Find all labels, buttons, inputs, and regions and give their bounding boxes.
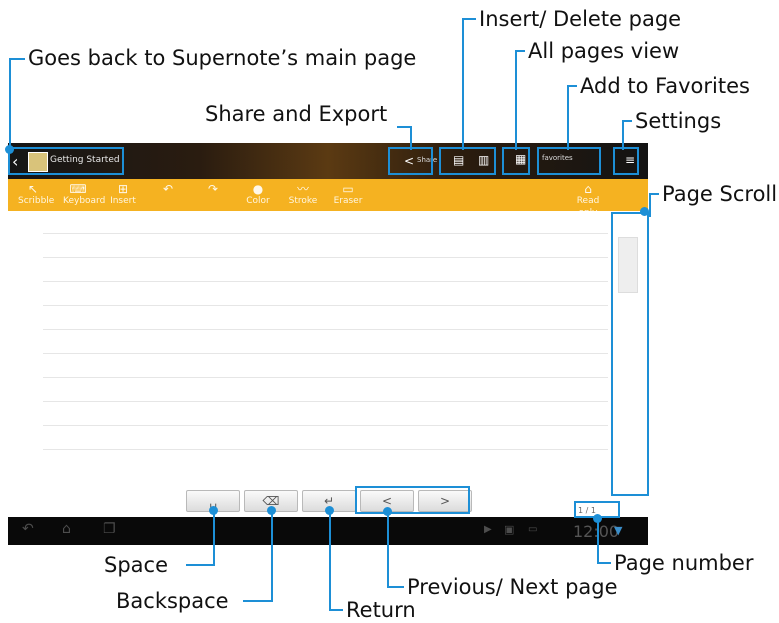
all-pages-highlight <box>502 147 530 175</box>
play-icon: ▶ <box>484 524 492 535</box>
callout-prev-next: Previous/ Next page <box>407 575 618 599</box>
wifi-icon: ▼ <box>614 524 623 537</box>
delete-page-icon[interactable]: ▥ <box>478 153 490 167</box>
page-scroll-highlight <box>611 212 649 496</box>
toolbar-button-6[interactable]: 〰Stroke <box>288 183 318 207</box>
note-page[interactable] <box>8 211 648 517</box>
toolbar-button-label: Eraser <box>333 196 363 206</box>
back-highlight <box>8 147 124 175</box>
toolbar-button-4[interactable]: ↷ <box>198 183 228 207</box>
home-icon[interactable]: ⌂ <box>62 521 71 537</box>
keyboard-icon: ⌨ <box>69 182 87 196</box>
toolbar-button-1[interactable]: ⌨Keyboard <box>63 182 105 207</box>
callout-back: Goes back to Supernote’s main page <box>28 46 417 70</box>
undo-icon: ↶ <box>162 182 174 196</box>
scroll-thumb[interactable] <box>618 237 638 293</box>
lock-icon: ▣ <box>504 523 515 536</box>
next-page-button[interactable]: > <box>418 490 472 512</box>
toolbar-button-3[interactable]: ↶ <box>153 183 183 207</box>
share-icon[interactable]: < <box>404 154 415 168</box>
toolbar-button-label: Insert <box>110 196 136 206</box>
toolbar-button-label: Keyboard <box>63 196 106 206</box>
settings-icon[interactable]: ≡ <box>625 153 636 167</box>
callout-space: Space <box>104 553 168 577</box>
page-indicator: 1 / 1 <box>578 506 596 515</box>
recent-apps-icon[interactable]: ❐ <box>103 521 116 537</box>
toolbar-button-7[interactable]: ▭Eraser <box>333 183 363 207</box>
color-icon: ● <box>252 182 264 196</box>
grid-view-icon[interactable]: ▦ <box>515 152 527 166</box>
tool-bar: ↖Scribble⌨Keyboard⊞Insert↶↷●Color〰Stroke… <box>8 179 648 218</box>
pointer-icon: ↖ <box>27 182 39 196</box>
redo-icon: ↷ <box>207 182 219 196</box>
callout-page-scroll: Page Scroll <box>662 182 778 206</box>
toolbar-button-0[interactable]: ↖Scribble <box>18 182 54 207</box>
back-arrow-icon[interactable]: ‹ <box>12 152 19 171</box>
read-only-icon: ⌂ <box>584 182 592 196</box>
favorites-select[interactable]: favorites <box>542 154 573 162</box>
toolbar-button-label: Color <box>246 196 270 206</box>
favorites-highlight <box>537 147 601 175</box>
eraser-icon: ▭ <box>342 182 354 196</box>
callout-return: Return <box>346 598 416 622</box>
insert-delete-highlight <box>439 147 496 175</box>
settings-highlight <box>613 147 639 175</box>
notebook-thumbnail <box>28 152 48 172</box>
clock: 12:00 <box>573 522 619 541</box>
stroke-icon: 〰 <box>296 182 309 196</box>
toolbar-button-5[interactable]: ●Color <box>243 183 273 207</box>
callout-backspace: Backspace <box>116 589 229 613</box>
insert-icon: ⊞ <box>117 182 129 196</box>
back-nav-icon[interactable]: ↶ <box>22 521 34 537</box>
share-highlight <box>388 147 433 175</box>
read-only-button[interactable]: ⌂Read only <box>568 182 608 218</box>
prev-next-highlight <box>355 486 470 514</box>
callout-share-export: Share and Export <box>205 102 388 126</box>
toolbar-button-label: Stroke <box>288 196 318 206</box>
notebook-title: Getting Started <box>50 155 120 165</box>
insert-page-icon[interactable]: ▤ <box>453 153 465 167</box>
callout-page-number: Page number <box>614 551 754 575</box>
usb-icon: ▭ <box>528 524 538 535</box>
callout-settings: Settings <box>635 109 722 133</box>
callout-favorites: Add to Favorites <box>580 74 750 98</box>
toolbar-button-2[interactable]: ⊞Insert <box>108 183 138 207</box>
system-nav-bar <box>8 517 648 545</box>
callout-insert-delete: Insert/ Delete page <box>479 7 682 31</box>
toolbar-button-label: Scribble <box>18 196 55 206</box>
callout-all-pages: All pages view <box>528 39 680 63</box>
